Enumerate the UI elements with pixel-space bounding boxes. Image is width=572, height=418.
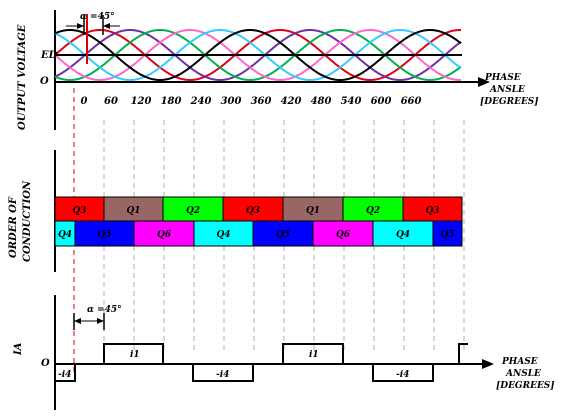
tick-label: 300 xyxy=(221,96,242,107)
tick-label: 180 xyxy=(161,96,182,107)
conduction-segment-label: Q5 xyxy=(97,230,111,240)
conduction-top-row: Q3 Q1 Q2 Q3 Q1 Q2 Q3 xyxy=(54,196,463,222)
current-x-label-line2: ANSLE xyxy=(505,369,541,379)
current-y-label: IA xyxy=(13,342,24,356)
conduction-segment xyxy=(54,196,105,222)
conduction-segment-label: Q3 xyxy=(246,206,260,216)
alpha-bottom-arrowhead-left-icon xyxy=(74,318,81,324)
conduction-segment xyxy=(133,220,195,247)
pulse-label-1: -i4 xyxy=(58,370,71,380)
alpha-label-bottom: α =45° xyxy=(87,305,122,315)
voltage-x-label-line3: [DEGREES] xyxy=(480,97,539,107)
conduction-segment-label: Q4 xyxy=(396,230,410,240)
conduction-segment xyxy=(402,196,463,222)
ed-label: ED xyxy=(40,50,58,61)
phase-curve-4 xyxy=(54,29,461,81)
conduction-segment xyxy=(252,220,314,247)
voltage-x-axis-arrow-icon xyxy=(478,77,490,87)
phase-curve-6 xyxy=(54,29,462,81)
conduction-segment-label: Q6 xyxy=(336,230,351,240)
output-voltage-label: OUTPUT VOLTAGE xyxy=(17,24,28,130)
phase-tick-labels: 0 60 120 180 240 300 360 420 480 540 600 660 xyxy=(81,96,422,107)
conduction-segment-label: Q1 xyxy=(126,206,140,216)
alpha-arrowhead-left-icon xyxy=(77,23,84,29)
pulse-label-5: -i4 xyxy=(396,370,409,380)
alpha-arrowhead-right-icon xyxy=(103,23,110,29)
conduction-segment-label: Q5 xyxy=(440,230,454,240)
conduction-segment-label: Q1 xyxy=(306,206,320,216)
conduction-segment xyxy=(432,220,463,247)
tick-label: 0 xyxy=(81,96,88,107)
tick-label: 480 xyxy=(311,96,332,107)
conduction-segment-label: Q4 xyxy=(58,230,72,240)
tick-label: 420 xyxy=(281,96,302,107)
current-waveform xyxy=(54,343,468,382)
tick-label: 120 xyxy=(131,96,152,107)
tick-label: 60 xyxy=(104,96,118,107)
tick-label: 240 xyxy=(190,96,212,107)
current-x-label-line3: [DEGREES] xyxy=(496,381,555,391)
pulse-label-4: i1 xyxy=(309,350,319,360)
tick-label: 360 xyxy=(251,96,272,107)
tick-label: 600 xyxy=(371,96,392,107)
current-x-axis-arrow-icon xyxy=(482,359,494,369)
conduction-segment-label: Q5 xyxy=(276,230,290,240)
tick-label: 660 xyxy=(401,96,422,107)
pulse-label-2: i1 xyxy=(130,350,140,360)
phase-guide-lines xyxy=(103,120,465,350)
phase-curve-5 xyxy=(54,29,462,81)
conduction-segment xyxy=(103,196,164,222)
conduction-segment xyxy=(193,220,254,247)
conduction-bottom-row: Q4 Q5 Q6 Q4 Q5 Q6 Q4 Q5 xyxy=(54,220,463,247)
conduction-segment-label: Q4 xyxy=(216,230,230,240)
voltage-x-label-line1: PHASE xyxy=(484,73,521,83)
conduction-segment-label: Q3 xyxy=(72,206,86,216)
conduction-label-line2: CONDUCTION xyxy=(22,180,33,262)
conduction-label-line1: ORDER OF xyxy=(8,196,19,258)
phase-curve-2 xyxy=(54,29,462,81)
conduction-segment-label: Q2 xyxy=(366,206,380,216)
conduction-panel: Q3 Q1 Q2 Q3 Q1 Q2 Q3 Q4 Q5 Q6 Q4 Q5 Q6 Q4 Q5 ORDER OF… xyxy=(8,150,463,272)
alpha-red-marker xyxy=(86,14,88,64)
current-panel: O IA -i4 i1 -i4 i1 -i4 PHASE ANSLE [DEGR… xyxy=(13,295,555,410)
alpha-bottom-arrowhead-right-icon xyxy=(97,318,104,324)
conduction-segment-label: Q6 xyxy=(157,230,172,240)
voltage-zero-label: O xyxy=(40,76,49,87)
conduction-segment xyxy=(372,220,434,247)
conduction-segment-label: Q2 xyxy=(186,206,200,216)
phase-curve-1 xyxy=(54,29,461,81)
current-zero-label: O xyxy=(41,358,50,369)
three-phase-curves xyxy=(54,29,462,81)
current-x-label-line1: PHASE xyxy=(501,357,538,367)
tick-label: 540 xyxy=(341,96,362,107)
voltage-x-label-line2: ANSLE xyxy=(489,85,525,95)
pulse-label-3: -i4 xyxy=(216,370,229,380)
phase-curve-3 xyxy=(54,29,462,81)
alpha-label-top: α =45° xyxy=(80,12,115,22)
conduction-segment-label: Q3 xyxy=(425,206,439,216)
voltage-panel: ED O OUTPUT VOLTAGE 0 60 120 180 240 300 360 42… xyxy=(17,10,539,130)
conduction-segment xyxy=(312,220,374,247)
